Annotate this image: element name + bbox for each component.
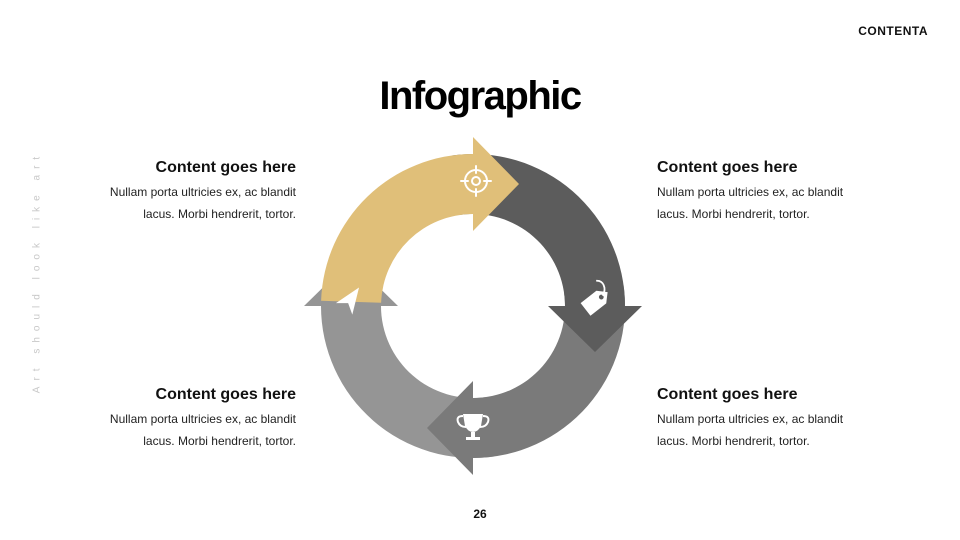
navigation-arrow-icon: [335, 287, 360, 315]
slide-title: Infographic: [379, 74, 582, 118]
content-text-line: lacus. Morbi hendrerit, tortor.: [657, 434, 810, 448]
content-block-bottom-left: Content goes here Nullam porta ultricies…: [36, 384, 296, 452]
content-heading: Content goes here: [155, 159, 296, 176]
content-text-line: lacus. Morbi hendrerit, tortor.: [143, 207, 296, 221]
content-heading: Content goes here: [657, 386, 798, 403]
content-block-bottom-right: Content goes here Nullam porta ultricies…: [657, 384, 917, 452]
content-text-line: lacus. Morbi hendrerit, tortor.: [657, 207, 810, 221]
content-heading: Content goes here: [657, 159, 798, 176]
content-heading: Content goes here: [155, 386, 296, 403]
target-icon: [460, 165, 492, 197]
content-block-top-left: Content goes here Nullam porta ultricies…: [36, 157, 296, 225]
trophy-icon: [456, 414, 490, 440]
content-text-line: Nullam porta ultricies ex, ac blandit: [657, 412, 844, 426]
tag-icon: [580, 279, 608, 316]
content-text-line: Nullam porta ultricies ex, ac blandit: [109, 185, 296, 199]
page-number: 26: [473, 507, 487, 521]
content-text-line: Nullam porta ultricies ex, ac blandit: [109, 412, 296, 426]
content-block-top-right: Content goes here Nullam porta ultricies…: [657, 157, 917, 225]
content-text-line: lacus. Morbi hendrerit, tortor.: [143, 434, 296, 448]
content-text-line: Nullam porta ultricies ex, ac blandit: [657, 185, 844, 199]
brand-logo-text: CONTENTA: [858, 24, 928, 38]
cycle-arrow-gold: [321, 137, 519, 303]
